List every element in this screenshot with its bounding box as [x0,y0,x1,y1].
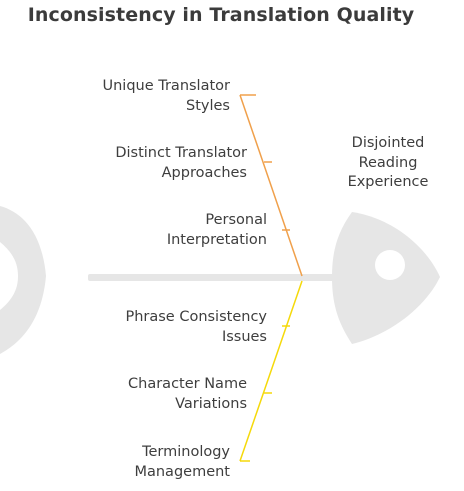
cause-terminology-management: Terminology Management [134,444,230,480]
cause-phrase-consistency-issues: Phrase Consistency Issues [125,309,267,345]
fish-eye [375,250,405,280]
cause-personal-interpretation: Personal Interpretation [166,212,267,248]
fish-spine [88,274,336,281]
fish-tail-shape [0,206,46,354]
top-bones [239,94,303,277]
cause-character-name-variations: Character Name Variations [128,376,247,412]
bottom-main-bone [239,280,303,462]
bottom-bones [239,280,303,462]
cause-unique-translator-styles: Unique Translator Styles [102,78,230,114]
diagram-title: Inconsistency in Translation Quality [27,4,415,26]
top-main-bone [239,94,303,277]
cause-distinct-translator-approaches: Distinct Translator Approaches [115,145,247,181]
effect-label: Disjointed Reading Experience [347,135,429,190]
